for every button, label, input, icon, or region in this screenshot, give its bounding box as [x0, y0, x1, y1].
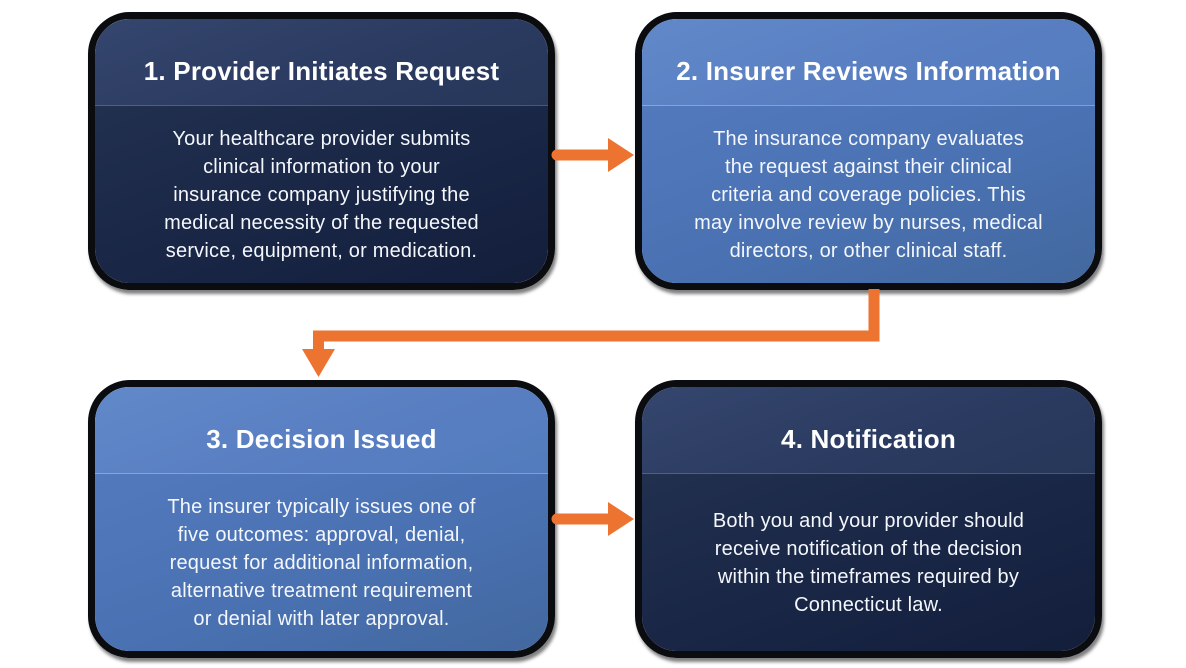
step-1-title: 1. Provider Initiates Request	[143, 55, 500, 86]
arrow-step3-to-step4-head	[608, 502, 634, 536]
step-2-body: The insurance company evaluates the requ…	[642, 106, 1095, 283]
step-1-body: Your healthcare provider submits clinica…	[95, 106, 548, 283]
step-3-title: 3. Decision Issued	[206, 423, 437, 454]
step-4-header: 4. Notification	[642, 387, 1095, 474]
arrow-step3-to-step4-icon	[551, 502, 634, 536]
step-card-decision-issued: 3. Decision Issued The insurer typically…	[88, 380, 555, 658]
step-2-header: 2. Insurer Reviews Information	[642, 19, 1095, 106]
step-4-body: Both you and your provider should receiv…	[642, 474, 1095, 651]
arrow-step2-to-step3-shaft	[313, 289, 880, 350]
step-card-provider-initiates-request: 1. Provider Initiates Request Your healt…	[88, 12, 555, 290]
arrow-step2-to-step3-head	[302, 349, 335, 377]
step-3-description: The insurer typically issues one of five…	[167, 495, 476, 630]
step-2-description: The insurance company evaluates the requ…	[694, 127, 1043, 262]
step-3-header: 3. Decision Issued	[95, 387, 548, 474]
step-card-insurer-reviews-information: 2. Insurer Reviews Information The insur…	[635, 12, 1102, 290]
step-4-description: Both you and your provider should receiv…	[712, 509, 1025, 616]
arrow-step2-to-step3-icon	[302, 289, 880, 377]
step-2-title: 2. Insurer Reviews Information	[676, 55, 1061, 86]
step-3-body: The insurer typically issues one of five…	[95, 474, 548, 651]
arrow-step1-to-step2-icon	[551, 138, 634, 172]
step-1-description: Your healthcare provider submits clinica…	[164, 127, 479, 262]
step-1-header: 1. Provider Initiates Request	[95, 19, 548, 106]
arrow-step1-to-step2-head	[608, 138, 634, 172]
step-card-notification: 4. Notification Both you and your provid…	[635, 380, 1102, 658]
step-4-title: 4. Notification	[781, 423, 956, 454]
